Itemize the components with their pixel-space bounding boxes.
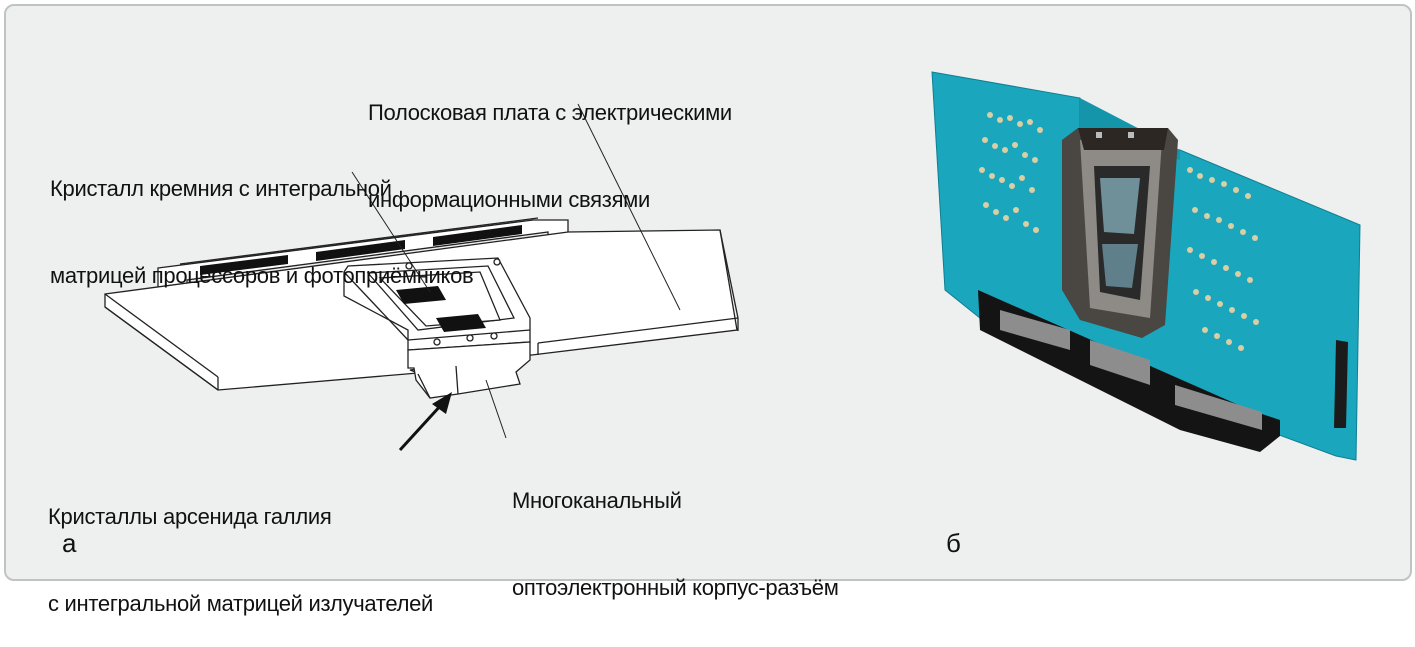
solder-dots	[979, 112, 1259, 351]
strip-board-label-line2: информационными связями	[368, 187, 651, 212]
strip-board-label: Полосковая плата с электрическими информ…	[368, 40, 732, 243]
gaas-crystals-label-line1: Кристаллы арсенида галлия	[48, 504, 332, 529]
optical-housing	[1062, 128, 1178, 338]
connector-housing-label-line2: оптоэлектронный корпус-разъём	[512, 575, 839, 600]
chip-pads	[396, 286, 486, 332]
panel-letter-a: а	[62, 528, 77, 558]
gaas-crystals-label-line2: с интегральной матрицей излучателей	[48, 591, 434, 616]
board-photo	[931, 71, 1361, 461]
arrow	[398, 392, 452, 452]
rail-contacts	[200, 225, 522, 275]
silicon-crystal-label: Кристалл кремния с интегральной матрицей…	[50, 116, 474, 319]
line-drawing	[104, 103, 739, 452]
gaas-crystals-label: Кристаллы арсенида галлия с интегральной…	[48, 444, 433, 647]
connector-housing-label: Многоканальный оптоэлектронный корпус-ра…	[512, 428, 839, 631]
strip-board-label-line1: Полосковая плата с электрическими	[368, 100, 732, 125]
bottom-connector	[978, 290, 1348, 452]
silicon-crystal-label-line2: матрицей процессоров и фотоприёмников	[50, 263, 474, 288]
leader-lines	[351, 103, 681, 439]
silicon-crystal-label-line1: Кристалл кремния с интегральной	[50, 176, 392, 201]
connector-housing-label-line1: Многоканальный	[512, 488, 682, 513]
panel-letter-b: б	[946, 528, 961, 558]
